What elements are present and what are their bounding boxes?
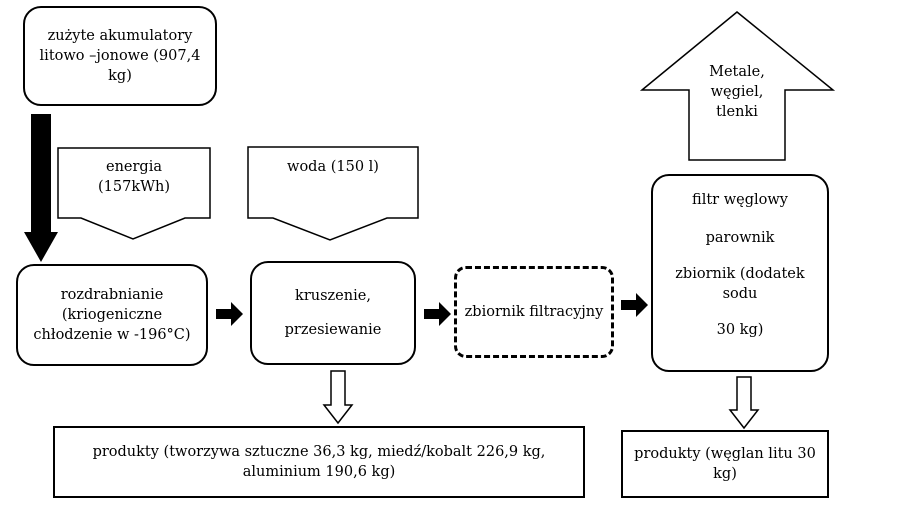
products-right-arrow [728,376,760,430]
products-left-line-2: aluminium 190,6 kg) [242,464,396,480]
metals-line-1: Metale, [709,64,765,80]
final-line-1: filtr węglowy [692,192,788,208]
final-line-4: sodu [722,286,758,302]
products-left-line-1: produkty (tworzywa sztuczne 36,3 kg, mie… [92,444,546,460]
energy-input-arrow [57,147,211,240]
products-left-arrow [322,370,354,425]
crushing-box: kruszenie, przesiewanie [250,261,416,365]
filter-tank-label: zbiornik filtracyjny [464,304,604,320]
metals-line-2: węgiel, [710,84,764,100]
grinding-line-1: rozdrabnianie [60,287,164,303]
right-arrow-1 [216,302,243,326]
grinding-box: rozdrabnianie (kriogeniczne chłodzenie w… [16,264,208,366]
battery-input-box: zużyte akumulatory litowo –jonowe (907,4… [23,6,217,106]
energy-label: energia (157kWh) [58,157,210,197]
metals-output-arrow [639,11,836,161]
battery-line-1: zużyte akumulatory [47,28,193,44]
right-arrow-2 [424,302,451,326]
thick-down-arrow [24,114,58,262]
filter-tank-box: zbiornik filtracyjny [454,266,614,358]
water-line-1: woda (150 l) [287,159,379,175]
water-input-arrow [247,146,419,241]
battery-line-2: litowo –jonowe (907,4 [39,48,201,64]
metals-label: Metale, węgiel, tlenki [689,62,785,122]
products-right-line-1: produkty (węglan litu 30 [634,446,816,462]
products-left-box: produkty (tworzywa sztuczne 36,3 kg, mie… [53,426,585,498]
final-processing-box: filtr węglowy parownik zbiornik (dodatek… [651,174,829,372]
right-arrow-3 [621,293,648,317]
grinding-line-3: chłodzenie w -196°C) [33,327,191,343]
energy-line-2: (157kWh) [97,179,171,195]
grinding-line-2: (kriogeniczne [61,307,163,323]
products-right-line-2: kg) [713,466,737,482]
final-line-3: zbiornik (dodatek [675,266,805,282]
battery-line-3: kg) [108,68,132,84]
crushing-line-1: kruszenie, [295,288,371,304]
water-label: woda (150 l) [248,157,418,177]
final-line-5: 30 kg) [716,322,764,338]
products-right-box: produkty (węglan litu 30 kg) [621,430,829,498]
final-line-2: parownik [705,230,775,246]
metals-line-3: tlenki [716,104,758,120]
crushing-line-2: przesiewanie [284,322,382,338]
energy-line-1: energia [106,159,162,175]
